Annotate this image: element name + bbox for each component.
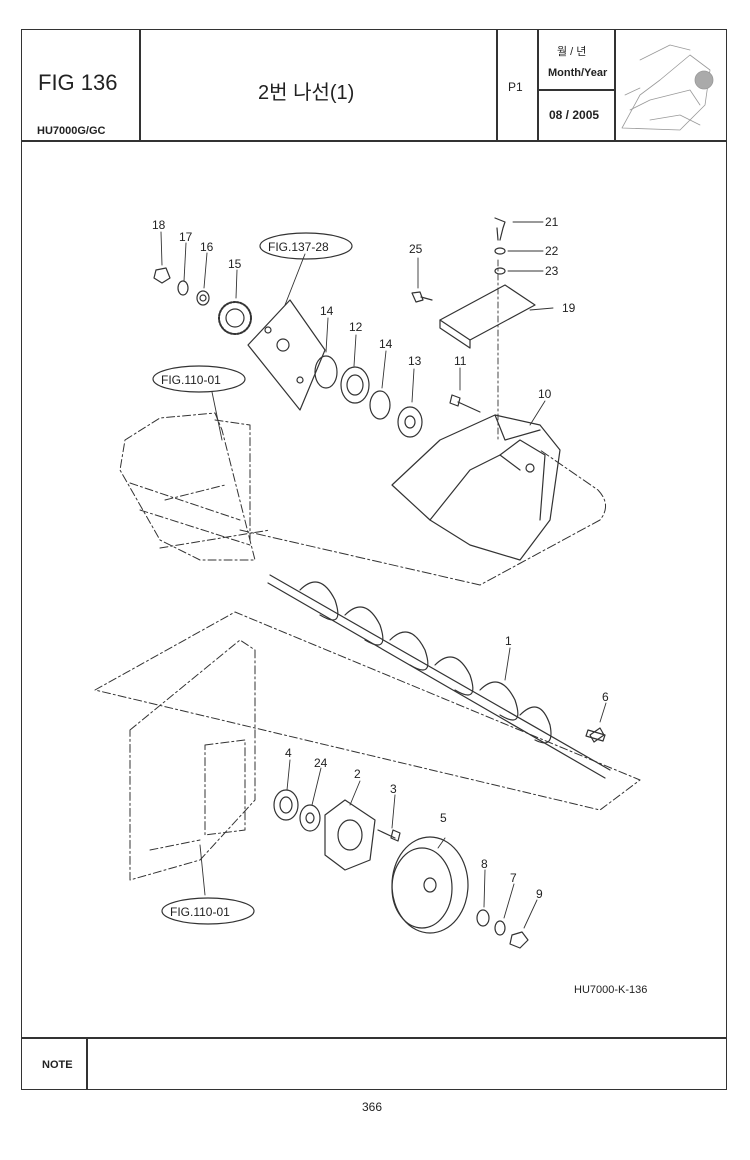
callout-11: 11 — [454, 354, 467, 368]
note-label: NOTE — [42, 1059, 73, 1071]
header-divider-2 — [496, 29, 498, 141]
cover-bracket — [411, 217, 536, 349]
auger-shaft — [267, 574, 611, 779]
callout-4: 4 — [285, 746, 292, 760]
lower-frame-outline — [94, 611, 641, 881]
month-year-korean-label: 월 / 년 — [557, 46, 587, 58]
callout-12: 12 — [349, 320, 363, 334]
leader-lines — [160, 221, 607, 929]
machine-thumbnail-image — [621, 44, 714, 131]
callout-22: 22 — [545, 244, 559, 258]
upper-frame-outline — [119, 412, 271, 561]
auger-housing — [391, 414, 561, 561]
note-divider — [86, 1037, 88, 1090]
callout-14b: 14 — [379, 337, 393, 351]
header-divider-3 — [537, 29, 539, 141]
page-number: 366 — [362, 1100, 383, 1114]
ref-fig-110-01-upper: FIG.110-01 — [161, 373, 221, 387]
callout-18: 18 — [152, 218, 166, 232]
callout-9: 9 — [536, 887, 543, 901]
callout-23: 23 — [545, 264, 559, 278]
callout-10: 10 — [538, 387, 552, 401]
revision-date: 08 / 2005 — [549, 108, 600, 122]
lower-bearing-set — [273, 789, 401, 871]
callout-7: 7 — [510, 871, 517, 885]
header-divider-4 — [614, 29, 616, 141]
page-index: P1 — [508, 80, 523, 94]
note-top-rule — [21, 1037, 727, 1039]
callout-6: 6 — [602, 690, 609, 704]
page-frame — [21, 29, 727, 1090]
drawing-code: HU7000-K-136 — [574, 984, 648, 996]
upper-envelope-outline — [239, 449, 606, 586]
figure-number: FIG 136 — [38, 70, 118, 95]
drive-pulley — [391, 836, 469, 934]
drive-gear — [218, 301, 252, 335]
gear-bracket-plate — [247, 299, 326, 411]
shaft-key — [585, 729, 606, 742]
small-fasteners — [153, 267, 210, 306]
header-bottom-rule — [21, 140, 727, 142]
callout-24: 24 — [314, 756, 328, 770]
fig-137-28-oval — [259, 232, 353, 260]
callout-15: 15 — [228, 257, 242, 271]
callout-2: 2 — [354, 767, 361, 781]
month-year-label: Month/Year — [548, 67, 608, 79]
callout-5: 5 — [440, 811, 447, 825]
model-code: HU7000G/GC — [37, 125, 106, 137]
callout-19: 19 — [562, 301, 576, 315]
month-year-rule — [537, 89, 615, 91]
callout-21: 21 — [545, 215, 559, 229]
fig-110-01-upper-oval — [152, 365, 246, 393]
housing-bolt — [449, 394, 481, 413]
callout-14a: 14 — [320, 304, 334, 318]
callout-8: 8 — [481, 857, 488, 871]
ref-fig-110-01-lower: FIG.110-01 — [170, 905, 230, 919]
header-divider-1 — [139, 29, 141, 141]
callout-16: 16 — [200, 240, 214, 254]
ref-fig-137-28: FIG.137-28 — [268, 240, 329, 254]
bearing-set — [314, 355, 423, 438]
callout-13: 13 — [408, 354, 422, 368]
pulley-fasteners — [476, 909, 529, 949]
fig-110-01-lower-oval — [161, 897, 255, 925]
callout-3: 3 — [390, 782, 397, 796]
page-title: 2번 나선(1) — [258, 82, 355, 104]
callout-25: 25 — [409, 242, 423, 256]
callout-1: 1 — [505, 634, 512, 648]
callout-17: 17 — [179, 230, 193, 244]
